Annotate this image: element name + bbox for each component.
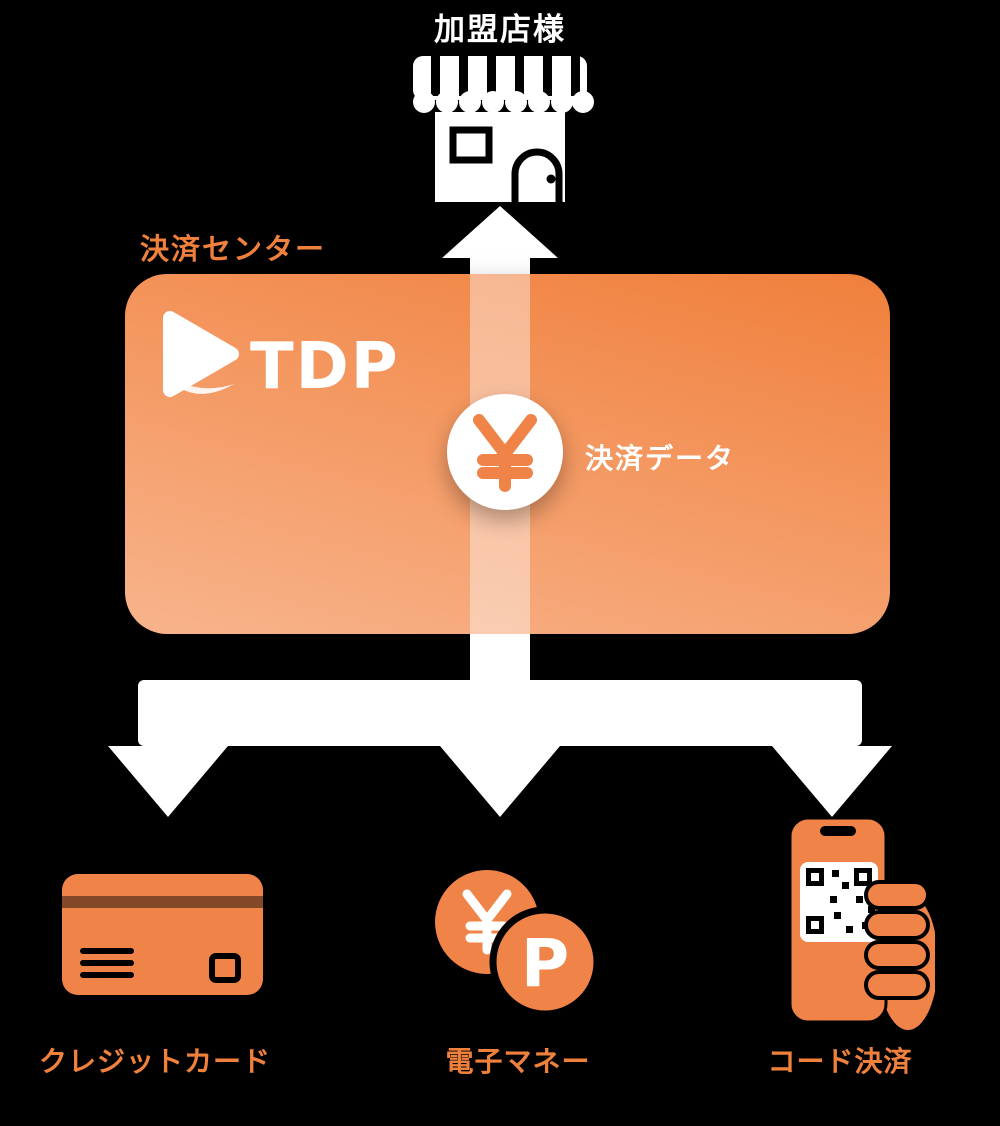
payment-data-label: 決済データ (585, 442, 736, 475)
fingers (864, 880, 930, 1000)
code-payment-label: コード決済 (767, 1045, 913, 1078)
awning-scallops (413, 91, 594, 113)
code-payment-icon (788, 816, 935, 1030)
emoney-icon: P (435, 870, 601, 1018)
payment-center-label: 決済センター (140, 232, 327, 266)
phone-notch (820, 826, 856, 836)
credit-card-label: クレジットカード (38, 1045, 271, 1078)
branch-arrows-icon (108, 634, 892, 817)
store-window (449, 126, 493, 164)
card-text-lines (80, 948, 134, 978)
yen-coin-icon (447, 394, 563, 510)
store-door (511, 148, 563, 202)
up-arrow-icon (442, 206, 558, 278)
door-handle (546, 174, 556, 184)
card-chip (209, 953, 241, 983)
credit-card-icon (62, 874, 263, 995)
play-logo-icon (163, 311, 239, 397)
tdp-brand: TDP (250, 330, 400, 404)
yen-symbol (473, 414, 537, 492)
merchant-label: 加盟店様 (434, 12, 566, 48)
yen-symbol (462, 889, 512, 955)
awning-stripes (431, 56, 580, 96)
emoney-label: 電子マネー (445, 1045, 591, 1078)
point-symbol: P (521, 925, 569, 1002)
point-coin (489, 906, 601, 1018)
card-stripe (62, 896, 263, 908)
store-icon (413, 56, 594, 202)
